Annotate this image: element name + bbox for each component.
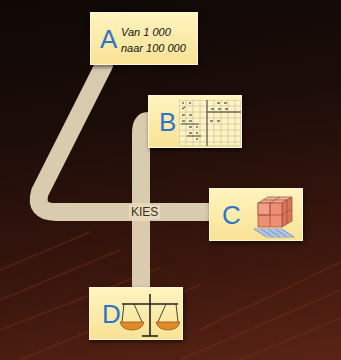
option-letter: B: [159, 109, 176, 135]
choice-box: AVan 1 000 naar 100 000: [90, 12, 198, 65]
option-letter: D: [102, 301, 121, 327]
option-letter: C: [222, 202, 241, 228]
choice-box: D: [89, 287, 183, 340]
long-division-grid: [179, 100, 241, 146]
cube-block-figure: [248, 193, 300, 239]
balance-scale-symbol: [120, 292, 180, 338]
choice-box: C: [209, 188, 303, 241]
choice-box: B: [148, 95, 242, 148]
option-letter: A: [100, 26, 117, 52]
center-label: KIES: [129, 205, 160, 219]
figure-four-stroke: [141, 121, 148, 287]
option-description: Van 1 000 naar 100 000: [121, 24, 191, 56]
